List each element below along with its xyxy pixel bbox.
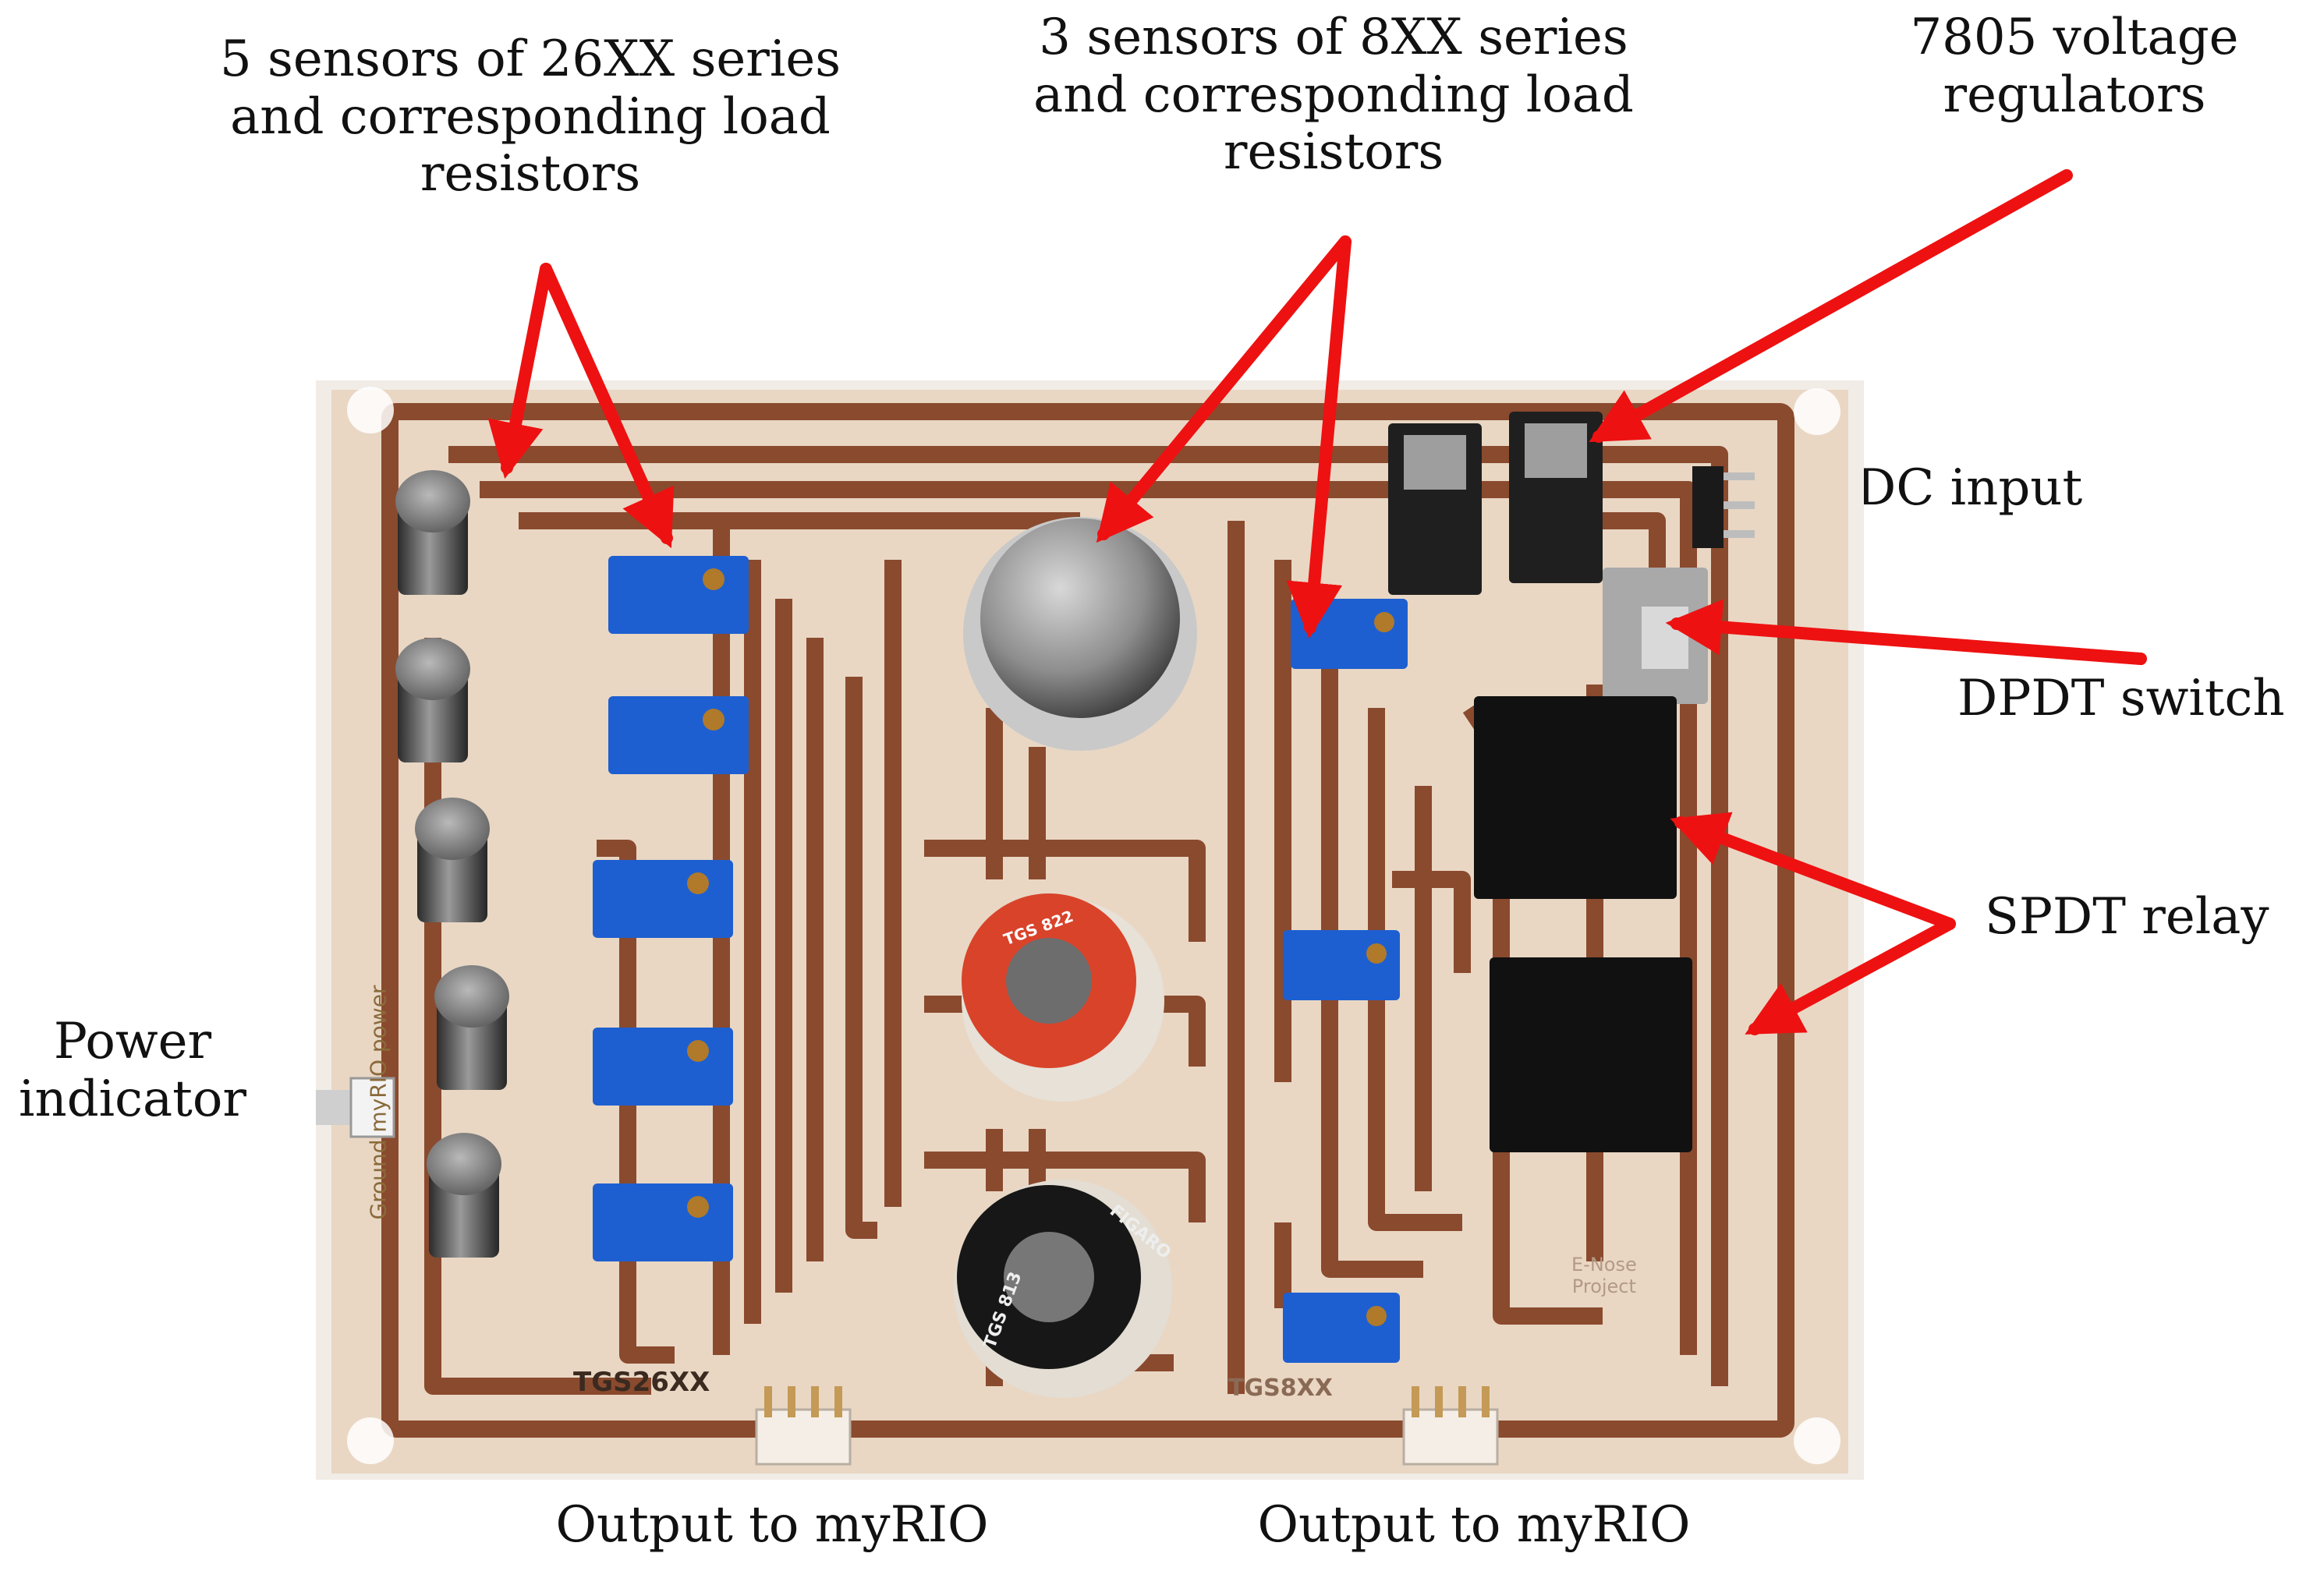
arrow-26xx-sensor [487, 263, 552, 479]
arrow-26xx-resistor [540, 263, 675, 549]
arrow-relay-2 [1745, 918, 1956, 1035]
pcb-photo: TGS26XX TGS8XX Ground myRIO power E-Nose… [316, 380, 1864, 1480]
label-output-left: Output to myRIO [555, 1496, 989, 1554]
label-spdt-relay: SPDT relay [1985, 888, 2269, 946]
label-dpdt-switch: DPDT switch [1957, 670, 2285, 727]
spdt-relays [1474, 696, 1692, 1152]
label-regulators: 7805 voltage regulators [1910, 9, 2239, 124]
board-text-tgs8xx: TGS8XX [1228, 1374, 1333, 1402]
arrow-regulators [1589, 169, 2073, 443]
trimmers-8xx [1283, 599, 1408, 1363]
sensors-26xx [395, 470, 509, 1258]
label-sensors-8xx: 3 sensors of 8XX series and correspondin… [1033, 9, 1634, 182]
sensor-tgs822 [962, 893, 1164, 1102]
corner-holes [347, 387, 1840, 1464]
arrow-relay-1 [1670, 812, 1956, 930]
arrow-8xx-sensor [1096, 235, 1352, 543]
power-indicator-led [316, 1077, 395, 1138]
label-power-indicator: Power indicator [19, 1013, 246, 1128]
label-dc-input: DC input [1856, 459, 2083, 517]
pcb-drawing [316, 380, 1864, 1480]
sensor-tgs813 [954, 1180, 1172, 1398]
output-header-left [755, 1386, 852, 1466]
label-output-right: Output to myRIO [1257, 1496, 1691, 1554]
arrow-8xx-resistor [1286, 235, 1352, 639]
dc-input-header [1692, 466, 1755, 548]
output-header-right [1402, 1386, 1499, 1466]
trimmers-26xx [593, 556, 749, 1261]
board-text-enose: E-Nose Project [1571, 1254, 1637, 1297]
voltage-regulators [1388, 412, 1603, 595]
arrow-dpdt-switch [1665, 599, 2147, 665]
label-sensors-26xx: 5 sensors of 26XX series and correspondi… [219, 30, 841, 203]
board-text-tgs26xx: TGS26XX [573, 1367, 710, 1398]
sensor-large-metal [963, 517, 1197, 751]
